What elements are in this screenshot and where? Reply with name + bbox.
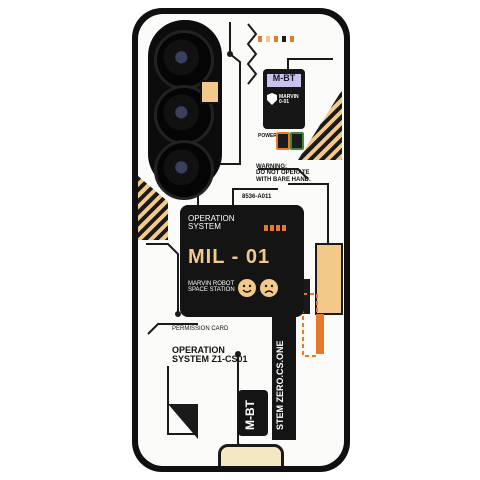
mbt-top-label: M-BT (267, 73, 301, 87)
stem-label: STEM ZERO.CS.ONE (275, 340, 285, 430)
shield-icon (267, 93, 277, 105)
serial-label: 8536-A011 (242, 194, 272, 200)
circuit-lines (146, 22, 343, 455)
flash-tag (200, 80, 220, 104)
warning-text: WARNING: DO NOT OPERATE WITH BARE HAND. (256, 164, 311, 183)
stem-bar: STEM ZERO.CS.ONE (272, 300, 296, 440)
marvin-small-label: MARVIN 0-01 (279, 94, 299, 106)
mil-01-label: MIL - 01 (188, 246, 271, 268)
smile-face-icon (238, 279, 256, 297)
mbt-bottom-tag: M-BT (238, 390, 268, 436)
power-button-green (290, 132, 304, 150)
mbt-bottom-label: M-BT (243, 400, 257, 430)
camera-lens-3 (154, 140, 214, 200)
power-button-orange (276, 132, 290, 150)
marvin-robot-label: MARVIN ROBOT SPACE STATION (188, 281, 235, 294)
mbt-tag: M-BT MARVIN 0-01 (263, 69, 305, 129)
power-label: POWER (258, 133, 277, 139)
orange-dash-bar (264, 225, 288, 231)
operation-system-label: OPERATION SYSTEM (188, 214, 235, 232)
bottom-port-plate (218, 444, 284, 466)
permission-card-label: PERMISSION CARD (172, 326, 229, 332)
frown-face-icon (260, 279, 278, 297)
main-card: OPERATION SYSTEM MIL - 01 MARVIN ROBOT S… (180, 205, 304, 317)
operation-system-code-label: OPERATION SYSTEM Z1-CS01 (172, 345, 248, 365)
